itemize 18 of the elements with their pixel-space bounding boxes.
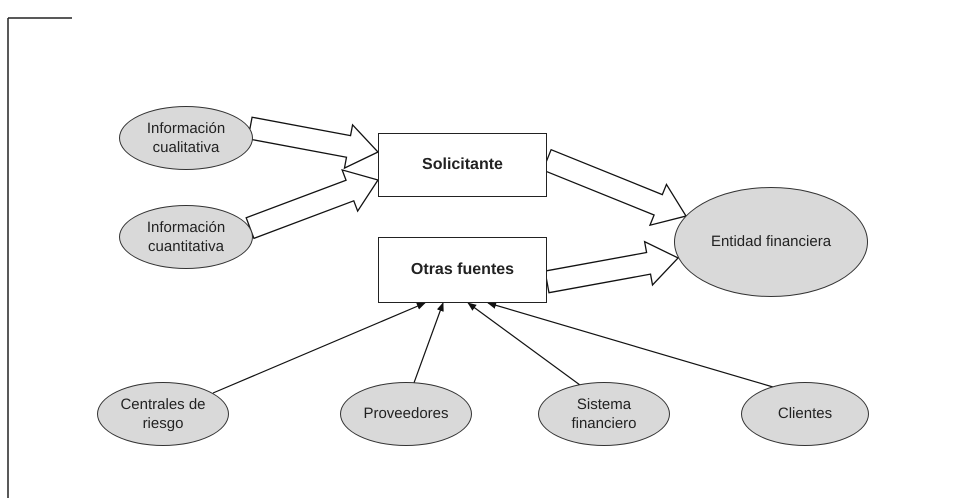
node-label: Sistema financiero	[570, 394, 638, 434]
arrow	[413, 302, 444, 384]
node-label: Proveedores	[362, 404, 450, 424]
arrow	[467, 302, 580, 386]
process-box	[378, 237, 547, 303]
node-label: Centrales de riesgo	[119, 394, 207, 434]
block-arrow	[247, 116, 380, 170]
node-label: Solicitante	[421, 154, 504, 175]
block-arrow	[544, 240, 680, 294]
node-label: Entidad financiera	[710, 232, 832, 252]
node-label: Información cualitativa	[146, 118, 226, 158]
node-label: Otras fuentes	[410, 260, 516, 280]
arrow	[212, 302, 426, 394]
node-label: Clientes	[776, 404, 834, 424]
process-box	[378, 133, 547, 197]
node-label: Información cuantitativa	[146, 218, 226, 256]
arrow	[487, 302, 774, 388]
block-arrow	[246, 168, 380, 240]
